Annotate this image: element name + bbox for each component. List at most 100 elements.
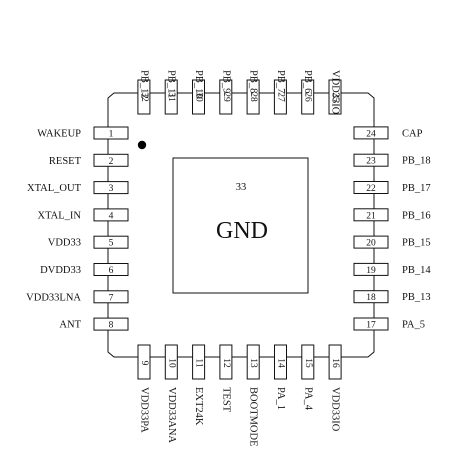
pin-number-3: 3 [109, 184, 114, 194]
pin-number-21: 21 [366, 211, 376, 221]
pin-pad-8 [93, 317, 129, 331]
pin-label-16: VDD33IO [330, 387, 341, 432]
pin-number-18: 18 [366, 293, 376, 303]
pin-label-27: PB_7 [275, 70, 286, 93]
pin-number-14: 14 [276, 358, 286, 368]
pin-pad-4 [93, 208, 129, 222]
pin-label-8: ANT [59, 320, 81, 331]
pin-pad-16 [328, 344, 342, 380]
pin-number-29: 29 [221, 92, 231, 102]
pin-number-26: 26 [303, 92, 313, 102]
pin-number-12: 12 [221, 358, 231, 368]
pins-layer: 1WAKEUP2RESET3XTAL_OUT4XTAL_IN5VDD336DVD… [26, 70, 431, 447]
exposed-ground-pad [172, 157, 309, 294]
pin-label-1: WAKEUP [37, 129, 81, 140]
pin-pad-12 [219, 344, 233, 380]
pin-number-31: 31 [166, 92, 176, 102]
pin-number-15: 15 [303, 358, 313, 368]
center-pad-number: 33 [236, 182, 247, 193]
pin-label-10: VDD33ANA [166, 387, 177, 443]
pin-label-28: PB_8 [248, 70, 259, 93]
pin-label-17: PA_5 [402, 320, 425, 331]
pin-pad-15 [301, 344, 315, 380]
pin-label-26: PB_6 [302, 70, 313, 93]
pin-label-12: TEST [220, 387, 231, 413]
pin-label-6: DVDD33 [40, 265, 81, 276]
pin-number-19: 19 [366, 266, 376, 276]
pin1-indicator-dot [137, 140, 147, 150]
pin-label-30: PB_10 [193, 70, 204, 99]
pin-label-29: PB_9 [220, 70, 231, 93]
pin-pad-13 [246, 344, 260, 380]
pin-pad-27 [273, 79, 287, 115]
pin-label-24: CAP [402, 128, 423, 139]
pin-label-32: PB_12 [138, 70, 149, 99]
pin-label-23: PB_18 [402, 156, 431, 167]
pin-pad-5 [93, 235, 129, 249]
pin-label-14: PA_1 [275, 387, 286, 410]
pin-label-18: PB_13 [402, 292, 431, 303]
pin-pad-32 [137, 79, 151, 115]
pin-label-25: VDD33IO [330, 70, 341, 115]
pin-number-17: 17 [366, 321, 376, 331]
pin-label-15: PA_4 [302, 387, 313, 411]
pin-number-6: 6 [109, 266, 114, 276]
pin-label-9: VDD33PA [139, 387, 150, 433]
pin-pad-10 [164, 344, 178, 380]
pin-number-10: 10 [166, 358, 176, 368]
pin-label-11: EXT24K [193, 387, 204, 426]
pin-number-24: 24 [366, 129, 376, 139]
pin-label-7: VDD33LNA [26, 292, 81, 303]
pin-number-11: 11 [194, 358, 204, 367]
pin-label-31: PB_11 [166, 70, 177, 98]
pin-label-3: XTAL_OUT [27, 183, 82, 194]
pin-pad-28 [246, 79, 260, 115]
pin-pad-20 [353, 235, 389, 249]
pin-pad-25 [328, 79, 342, 115]
pin-pad-9 [137, 344, 151, 380]
pin-pad-18 [353, 290, 389, 304]
pin-number-5: 5 [109, 239, 114, 249]
pin-pad-14 [274, 344, 287, 380]
pin-number-32: 32 [139, 92, 149, 102]
pin-pad-6 [93, 263, 129, 276]
pin-label-19: PB_14 [402, 265, 431, 276]
pin-pad-17 [353, 317, 389, 331]
pin-number-1: 1 [109, 130, 114, 140]
pin-number-23: 23 [366, 157, 376, 167]
pin-number-13: 13 [248, 358, 258, 368]
pin-label-20: PB_15 [402, 238, 431, 249]
pin-pad-11 [192, 344, 206, 380]
pin-label-4: XTAL_IN [38, 210, 82, 221]
pin-label-2: RESET [49, 156, 82, 167]
pin-pad-1 [93, 126, 129, 140]
pin-pad-22 [353, 181, 389, 194]
pin-number-22: 22 [366, 184, 376, 194]
pin-pad-31 [164, 79, 178, 115]
pin-pad-19 [353, 262, 389, 276]
pin-number-4: 4 [109, 211, 114, 221]
pin-number-28: 28 [248, 92, 258, 102]
pin-number-25: 25 [330, 92, 340, 102]
pin-label-21: PB_16 [402, 210, 431, 221]
pin-pad-3 [93, 181, 129, 195]
pin-label-13: BOOTMODE [248, 387, 259, 447]
pin-pad-26 [301, 79, 315, 115]
pin-pad-30 [192, 79, 205, 115]
pin-number-20: 20 [366, 239, 376, 249]
pin-number-2: 2 [109, 157, 114, 167]
pin-label-22: PB_17 [402, 183, 431, 194]
center-pad-label: GND [216, 218, 268, 244]
pin-pad-21 [353, 208, 389, 222]
pin-number-27: 27 [275, 92, 285, 102]
pin-number-8: 8 [109, 321, 114, 331]
pin-number-30: 30 [194, 92, 204, 102]
pin-number-7: 7 [109, 293, 114, 303]
pin-pad-2 [93, 153, 129, 167]
pin-pad-24 [353, 126, 389, 140]
pin-number-9: 9 [139, 361, 149, 366]
pin-pad-7 [93, 290, 129, 304]
pin-number-16: 16 [330, 358, 340, 368]
